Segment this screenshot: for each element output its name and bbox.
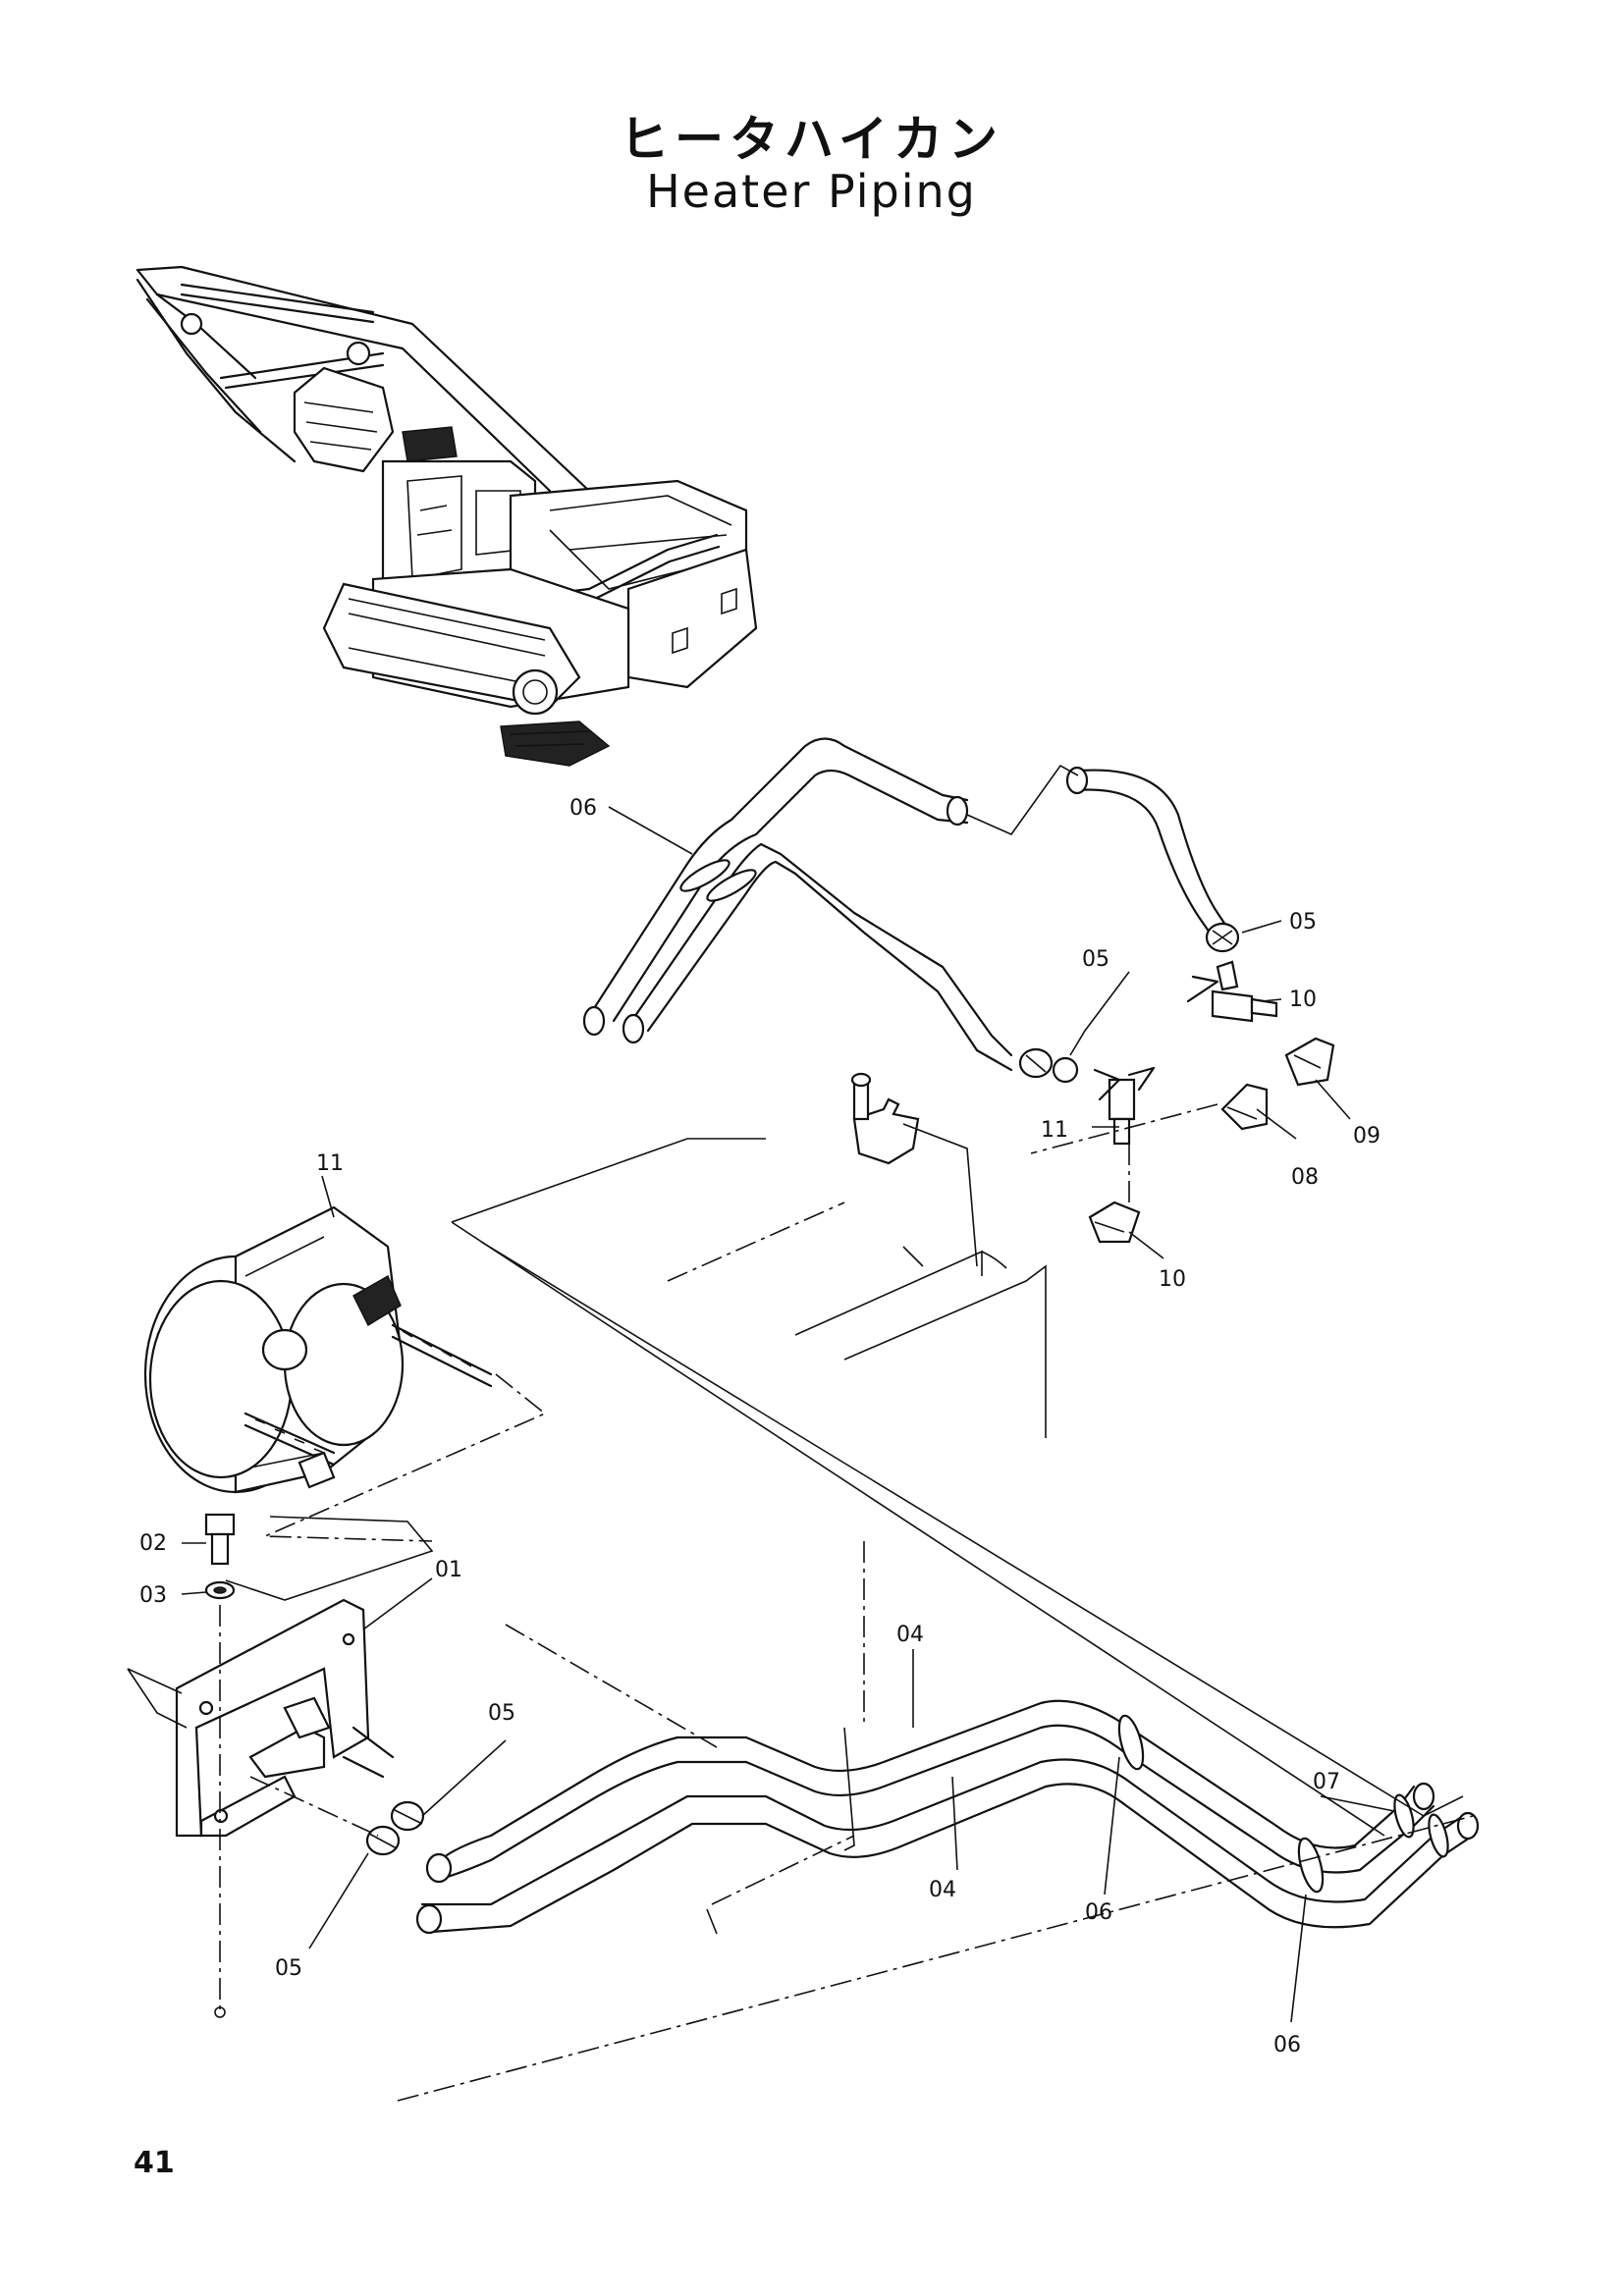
callout-05: 05 (1289, 910, 1317, 934)
callout-10: 11 (1041, 1118, 1068, 1143)
callout-07: 08 (1291, 1165, 1319, 1190)
hose-clamps-05 (1018, 922, 1240, 1084)
water-cocks-10 (1093, 960, 1278, 1146)
lower-heater-hoses-04 (249, 1699, 1480, 1935)
callout-03: 03 (139, 1583, 167, 1608)
callout-11: 11 (316, 1151, 344, 1176)
callout-06: 06 (1273, 2033, 1301, 2057)
callout-05: 05 (488, 1701, 515, 1726)
construction-lines (397, 1138, 1474, 2102)
callout-04: 04 (929, 1878, 956, 1902)
bracket-01 (127, 1598, 395, 1838)
callout-05: 05 (1082, 947, 1109, 972)
upper-heater-hoses (582, 737, 1229, 1072)
bolt-02-washer-03 (204, 1513, 236, 2018)
callout-09: 10 (1159, 1267, 1186, 1292)
callout-labels: 06 05 05 10 11 08 09 10 11 02 03 01 04 0… (139, 796, 1380, 2057)
callout-01: 01 (435, 1558, 462, 1582)
heater-unit-11 (143, 1205, 547, 1601)
page-number: 41 (134, 2146, 175, 2180)
coolant-tank (667, 1072, 1047, 1438)
callout-05: 05 (275, 1956, 302, 1981)
callout-08: 09 (1353, 1124, 1380, 1148)
callout-06: 06 (1085, 1900, 1112, 1925)
fittings-07-08-09 (1030, 1037, 1335, 1244)
excavator-illustration (135, 265, 758, 767)
callout-02: 02 (139, 1531, 167, 1556)
callout-06: 06 (569, 796, 597, 821)
callout-10: 10 (1289, 988, 1317, 1012)
callout-06: 07 (1313, 1770, 1340, 1794)
page-title-japanese: ヒータハイカン (620, 111, 1003, 168)
callout-04: 04 (896, 1623, 924, 1647)
callout-leaders (181, 806, 1395, 2023)
page-title-english: Heater Piping (646, 165, 977, 218)
